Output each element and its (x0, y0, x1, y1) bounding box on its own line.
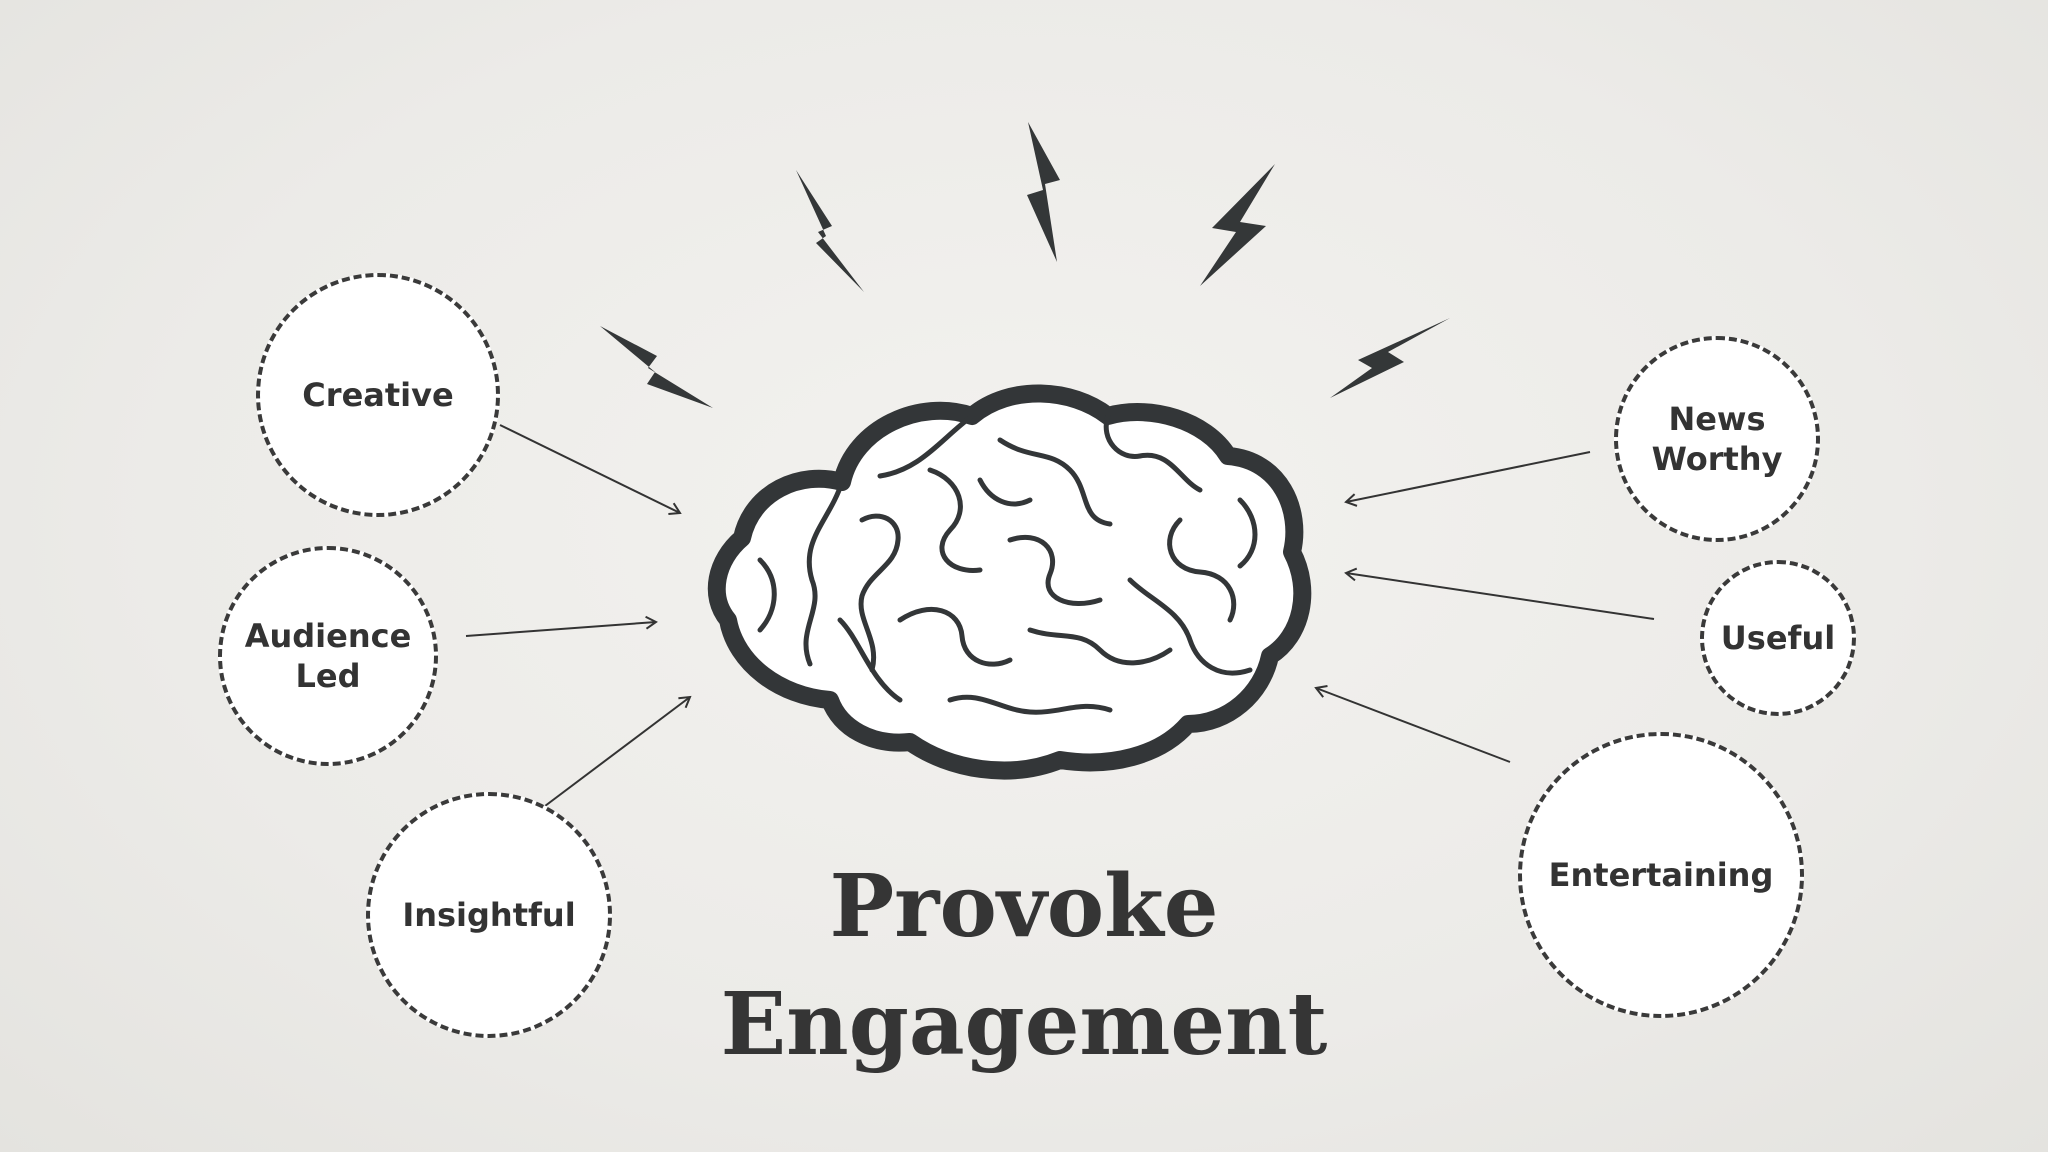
node-label: Insightful (402, 896, 576, 934)
arrow-useful (1344, 567, 1655, 620)
node-label: News Worthy (1651, 400, 1783, 478)
node-useful: Useful (1700, 560, 1856, 716)
lightning-bolt-icon (796, 170, 864, 292)
lightning-bolts (600, 122, 1450, 408)
node-label: Entertaining (1548, 856, 1774, 894)
arrow-creative (499, 424, 682, 515)
brain-icon (707, 384, 1312, 780)
lightning-bolt-icon (1330, 318, 1450, 398)
arrow-insightful (544, 695, 692, 807)
node-label: Audience Led (244, 617, 412, 695)
arrow-audience-led (465, 615, 658, 637)
node-news-worthy: News Worthy (1614, 336, 1820, 542)
arrow-entertaining (1314, 684, 1511, 763)
arrow-news-worthy (1344, 451, 1591, 507)
node-label: Useful (1720, 619, 1836, 657)
node-creative: Creative (256, 273, 500, 517)
node-insightful: Insightful (366, 792, 612, 1038)
connector-arrows (465, 424, 1655, 807)
node-audience-led: Audience Led (218, 546, 438, 766)
lightning-bolt-icon (1027, 122, 1060, 262)
lightning-bolt-icon (1200, 164, 1275, 286)
node-entertaining: Entertaining (1518, 732, 1804, 1018)
lightning-bolt-icon (600, 326, 713, 408)
diagram-title: Provoke Engagement (720, 856, 1328, 1075)
node-label: Creative (302, 376, 454, 414)
